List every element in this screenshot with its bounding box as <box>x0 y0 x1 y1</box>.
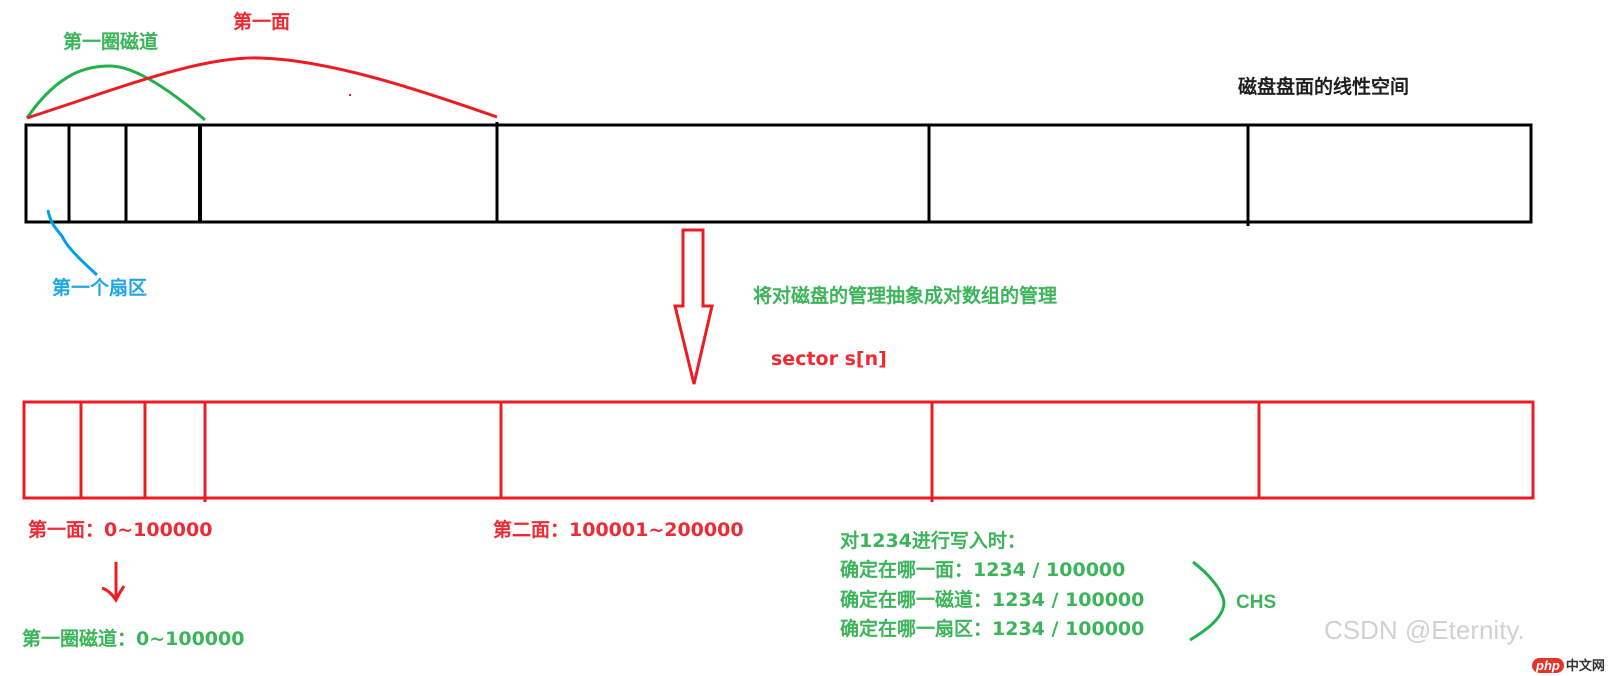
example-line-track: 确定在哪一磁道：1234 / 100000 <box>840 589 1145 611</box>
chs-brace <box>1189 560 1226 642</box>
face2-range: 第二面：100001~200000 <box>493 519 744 541</box>
sector-array-strip <box>22 400 1535 502</box>
face1-range: 第一面：0~100000 <box>28 519 213 541</box>
example-heading: 对1234进行写入时： <box>840 530 1026 552</box>
csdn-watermark: CSDN @Eternity. <box>1324 615 1525 645</box>
face-label: 第一面 <box>233 11 291 33</box>
example-line-sector: 确定在哪一扇区：1234 / 100000 <box>840 618 1145 640</box>
chs-label: CHS <box>1236 592 1277 613</box>
face-arc <box>26 56 498 120</box>
php-badge: php <box>1532 658 1564 673</box>
track-label: 第一圈磁道 <box>63 31 159 53</box>
diagram-title: 磁盘盘面的线性空间 <box>1238 76 1410 98</box>
sector-label: 第一个扇区 <box>52 277 148 299</box>
down-arrow-icon <box>673 228 714 385</box>
track-arc <box>25 64 206 122</box>
sector-pointer <box>46 209 99 277</box>
stray-dot <box>349 94 351 96</box>
example-line-face: 确定在哪一面：1234 / 100000 <box>840 559 1126 581</box>
sector-array-code: sector s[n] <box>771 348 887 370</box>
abstraction-caption: 将对磁盘的管理抽象成对数组的管理 <box>753 285 1058 307</box>
php-site-text: 中文网 <box>1565 659 1605 674</box>
small-down-arrow-icon <box>101 562 126 603</box>
track1-range: 第一圈磁道：0~100000 <box>22 628 245 650</box>
disk-linear-strip <box>24 122 1533 226</box>
